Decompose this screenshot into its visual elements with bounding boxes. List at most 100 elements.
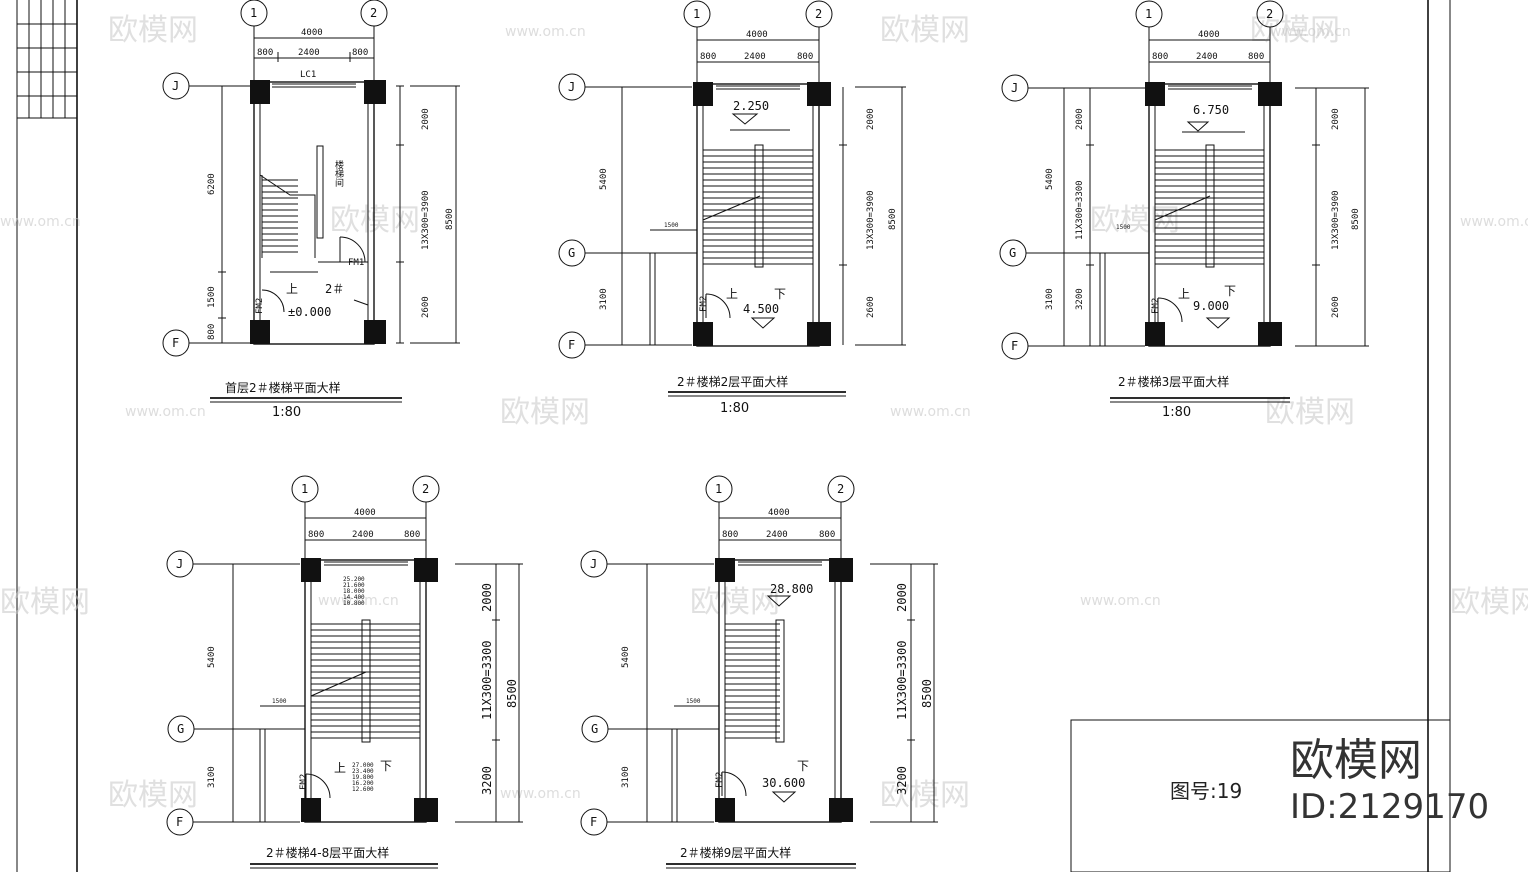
watermark-url: www.om.cn <box>1080 593 1161 609</box>
plan-title: 2＃楼梯3层平面大样 <box>1118 374 1229 389</box>
level-top-item: 14.400 <box>343 594 365 601</box>
dim-right-b: 11X300=3300 <box>480 641 494 720</box>
level-top: 6.750 <box>1193 103 1229 117</box>
title-block: 图号:19 欧模网 ID:2129170 <box>1170 735 1489 827</box>
grid-label-f: F <box>1011 339 1018 353</box>
watermark-url: www.om.cn <box>890 404 971 420</box>
grid-label-f: F <box>176 815 183 829</box>
grid-label-1: 1 <box>250 6 257 20</box>
dim-overall: 4000 <box>301 28 323 38</box>
brand-mark: 欧模网 <box>1290 735 1422 786</box>
dim-right-c: 3200 <box>895 766 909 795</box>
grid-label-g: G <box>1009 246 1016 260</box>
dim-right-a: 2000 <box>421 108 431 130</box>
dim-left: 800 <box>722 530 738 540</box>
dim-right-total: 8500 <box>920 679 934 708</box>
dim-right-total: 8500 <box>1351 208 1361 230</box>
door-label-fm2: FM2 <box>255 298 265 314</box>
dim-mid: 2400 <box>352 530 374 540</box>
watermark-layer: 欧模网 欧模网 欧模网 欧模网 欧模网 欧模网 欧模网 欧模网 欧模网 欧模网 … <box>0 13 1528 813</box>
plan-floor-3 <box>999 0 1369 360</box>
dim-overall: 4000 <box>746 30 768 40</box>
dim-right-b: 13X300=3900 <box>866 190 876 250</box>
door-label-fm1: FM1 <box>348 258 364 268</box>
dim-inner-b: 11X300=3300 <box>1075 180 1085 240</box>
dim-inner-c: 3200 <box>1075 288 1085 310</box>
level-bottom-item: 12.600 <box>352 786 374 793</box>
up-label: 上 <box>726 287 738 301</box>
door-label: FM2 <box>699 296 709 312</box>
levels-bottom-list: 27.000 23.400 19.800 16.200 12.600 <box>352 762 374 793</box>
grid-label-g: G <box>568 246 575 260</box>
dim-right-total: 8500 <box>505 679 519 708</box>
plan-scale: 1:80 <box>720 401 749 416</box>
dim-left-a: 5400 <box>1045 168 1055 190</box>
level-top-item: 25.200 <box>343 576 365 583</box>
grid-label-f: F <box>568 338 575 352</box>
watermark-text: 欧模网 <box>880 13 970 48</box>
grid-label-g: G <box>177 722 184 736</box>
room-label: 楼梯间 <box>333 159 344 188</box>
grid-label-1: 1 <box>693 7 700 21</box>
dim-overall: 4000 <box>768 508 790 518</box>
plan-title: 2＃楼梯4-8层平面大样 <box>266 845 389 860</box>
grid-label-f: F <box>172 336 179 350</box>
up-label: 上 <box>334 761 346 775</box>
dim-left-a: 5400 <box>599 168 609 190</box>
down-label: 下 <box>1224 284 1236 298</box>
grid-label-j: J <box>568 80 575 94</box>
dim-right-a: 2000 <box>480 583 494 612</box>
watermark-text: 欧模网 <box>1090 203 1180 238</box>
dim-left: 800 <box>257 48 273 58</box>
dim-overall: 4000 <box>354 508 376 518</box>
watermark-text: 欧模网 <box>1450 585 1528 620</box>
grid-label-j: J <box>176 557 183 571</box>
dim-left-b: 3100 <box>599 288 609 310</box>
level-bottom-item: 23.400 <box>352 768 374 775</box>
dim-landing: 1500 <box>686 698 701 705</box>
grid-label-f: F <box>590 815 597 829</box>
dim-left-a: 5400 <box>621 646 631 668</box>
watermark-url: www.om.cn <box>1460 214 1528 230</box>
grid-label-1: 1 <box>715 482 722 496</box>
dim-right-a: 2000 <box>866 108 876 130</box>
plan-title: 首层2＃楼梯平面大样 <box>225 380 341 395</box>
door-label: FM2 <box>715 772 725 788</box>
dim-right-b: 13X300=3900 <box>421 190 431 250</box>
plan-floor-3-text: 1 2 J G F 4000 800 2400 800 2000 13X300=… <box>1009 7 1361 420</box>
dim-left-b: 1500 <box>207 286 217 308</box>
level-bottom: 9.000 <box>1193 299 1229 313</box>
dim-mid: 2400 <box>744 52 766 62</box>
watermark-text: 欧模网 <box>108 778 198 813</box>
level-top-item: 18.000 <box>343 588 365 595</box>
dim-landing: 1500 <box>1116 224 1131 231</box>
down-label: 下 <box>774 287 786 301</box>
grid-label-j: J <box>172 79 179 93</box>
watermark-url: www.om.cn <box>125 404 206 420</box>
grid-label-2: 2 <box>837 482 844 496</box>
plan-floor-2-text: 1 2 J G F 4000 800 2400 800 2000 13X300=… <box>568 7 898 416</box>
plan-floor-9 <box>580 475 938 836</box>
plan-floor-9-title-underline <box>666 863 856 869</box>
dim-left: 800 <box>700 52 716 62</box>
plan-title: 2＃楼梯9层平面大样 <box>680 845 791 860</box>
dim-right: 800 <box>819 530 835 540</box>
grid-label-2: 2 <box>1266 7 1273 21</box>
level-bottom: 4.500 <box>743 302 779 316</box>
dim-left-b: 3100 <box>207 766 217 788</box>
plan-floor-3-title-underline <box>1110 397 1290 403</box>
grid-label-g: G <box>591 722 598 736</box>
dim-left-a: 6200 <box>207 173 217 195</box>
watermark-url: www.om.cn <box>500 786 581 802</box>
dim-left: 800 <box>308 530 324 540</box>
plan-ground-text: 1 2 J F 4000 800 2400 800 LC1 2000 13X30… <box>172 6 455 420</box>
watermark-url: www.om.cn <box>318 593 399 609</box>
plan-floor-2-title-underline <box>668 391 846 397</box>
dim-right: 800 <box>352 48 368 58</box>
dim-right-total: 8500 <box>445 208 455 230</box>
plan-floor-9-text: 1 2 J G F 4000 800 2400 800 2000 11X300=… <box>590 482 934 860</box>
down-label: 下 <box>380 759 392 773</box>
grid-label-j: J <box>1011 81 1018 95</box>
dim-right-a: 2000 <box>895 583 909 612</box>
watermark-text: 欧模网 <box>330 203 420 238</box>
